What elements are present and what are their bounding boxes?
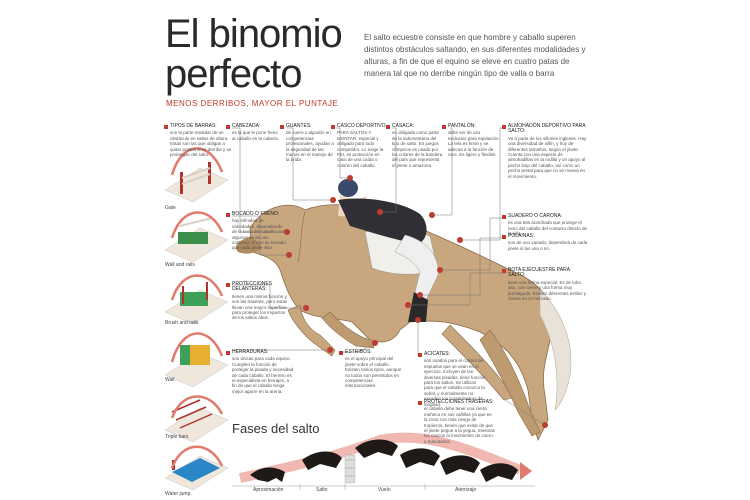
barrier-label-water-jump: Water jump	[165, 491, 191, 497]
callout-text: son únicas para cada equino. Cumplen la …	[232, 356, 294, 394]
barrier-header-title: TIPOS DE BARRAS:	[170, 123, 217, 129]
callout-text: es obligada como parte de la indumentari…	[392, 130, 443, 168]
callout-guantes: GUANTES: de cuero o algodón en competenc…	[280, 123, 334, 163]
barrier-label-wall: Wall	[165, 377, 175, 383]
callout-pantalon: PANTALÓN: debe ser de uso exclusivo para…	[442, 123, 500, 158]
page-title: El binomio perfecto	[165, 12, 343, 96]
callout-title: PROTECCIONES DELANTERAS:	[232, 281, 273, 293]
barrier-label-gate: Gate	[165, 205, 176, 211]
callout-protecciones-delanteras: PROTECCIONES DELANTERAS: tienen una mism…	[226, 281, 290, 321]
water-jump-barrier-icon	[164, 445, 229, 491]
callout-title: PANTALÓN:	[448, 123, 476, 129]
barrier-icons	[164, 147, 229, 491]
intro-text: El salto ecuestre consiste en que hombre…	[364, 33, 586, 78]
tick-marker	[226, 283, 230, 287]
barrier-label-triple-bars: Triple bars	[165, 434, 189, 440]
callout-acicates: ACICATES: son usados para el control de …	[418, 351, 486, 407]
callout-title: BOTA EJECUESTRE PARA SALTO:	[508, 267, 570, 279]
callout-sudadero: SUADERO O CARONA: es una tela acolchada …	[502, 213, 588, 237]
tick-marker	[502, 125, 506, 129]
callout-bocado: BOCADO O FRENO: hay infinidad de varieda…	[226, 211, 288, 251]
tick-marker	[226, 213, 230, 217]
wall-barrier-icon	[164, 332, 229, 388]
callout-title: GUANTES:	[286, 123, 312, 129]
phase-label-approach: Aproximación	[253, 487, 284, 493]
brush-and-rails-barrier-icon	[164, 274, 229, 325]
barrier-header: TIPOS DE BARRAS: son la parte medular de…	[164, 123, 236, 158]
callout-title: CABEZADA:	[232, 123, 261, 129]
phase-label-jump: Salto	[316, 487, 328, 493]
tick-marker	[226, 351, 230, 355]
tick-marker	[418, 353, 422, 357]
rider-figure	[338, 179, 439, 322]
callout-text: es el apoyo principal del jinete sobre e…	[345, 356, 402, 389]
callout-text: PARA SALTOS Y MONTAR: especial y obligad…	[337, 130, 384, 168]
callout-text: debe ser de uso exclusivo para equitació…	[448, 130, 500, 158]
callout-almohadon: ALMOHADÓN DEPORTIVO PARA SALTO: Va a par…	[502, 123, 588, 179]
barrier-label-brush-and-rails: Brush and rails	[165, 320, 199, 326]
callout-title: ESTRIBOS:	[345, 349, 372, 355]
callout-title: HERRADURAS:	[232, 349, 269, 355]
barrier-header-text: son la parte medular de un obstáculo en …	[170, 130, 232, 158]
tick-marker	[164, 125, 168, 129]
callout-title: ACICATES:	[424, 351, 451, 357]
callout-protecciones-traseras: PROTECCIONES TRASERAS: el caballo debe t…	[418, 399, 496, 444]
tick-marker	[280, 125, 284, 129]
tick-marker	[339, 351, 343, 355]
tick-marker	[331, 125, 335, 129]
callout-text: hay infinidad de variedades, dependiendo…	[232, 218, 286, 251]
callout-text: el caballo debe tener una cierta muñeca …	[424, 406, 496, 444]
gate-barrier-icon	[164, 147, 229, 203]
callout-bota: BOTA EJECUESTRE PARA SALTO: tiene una fo…	[502, 267, 588, 302]
tick-marker	[502, 235, 506, 239]
tick-marker	[442, 125, 446, 129]
callout-text: de cuero o algodón en competencias profe…	[286, 130, 334, 163]
callout-polainas: POLAINAS: son de uso variado; dependerá …	[502, 233, 588, 251]
tick-marker	[502, 269, 506, 273]
callout-casco: CASCO DEPORTIVO PARA SALTOS Y MONTAR: es…	[331, 123, 387, 168]
callout-title: POLAINAS:	[508, 233, 535, 239]
tick-marker	[226, 125, 230, 129]
wall-and-rails-barrier-icon	[164, 211, 229, 263]
callout-text: son de uso variado; dependerá de cada ji…	[508, 240, 588, 251]
callout-estribos: ESTRIBOS: es el apoyo principal del jine…	[339, 349, 403, 389]
triple-bars-barrier-icon	[164, 395, 229, 443]
tick-marker	[386, 125, 390, 129]
callout-title: CASACA:	[392, 123, 414, 129]
callout-text: es una tela acolchada que protege el lom…	[508, 220, 588, 237]
callout-text: tienen una misma función y son las trase…	[232, 293, 288, 321]
barrier-label-wall-and-rails: Wall and rails	[165, 262, 195, 268]
callout-text: es la que le pone freno al caballo en la…	[232, 130, 280, 141]
tick-marker	[502, 215, 506, 219]
phase-label-flight: Vuelo	[378, 487, 391, 493]
callout-text: tiene una forma especial. Es de tubo alt…	[508, 279, 587, 302]
callout-title: ALMOHADÓN DEPORTIVO PARA SALTO:	[508, 123, 586, 135]
callout-cabezada: CABEZADA: es la que le pone freno al cab…	[226, 123, 282, 141]
page-subtitle: MENOS DERRIBOS, MAYOR EL PUNTAJE	[166, 99, 339, 108]
callout-herraduras: HERRADURAS: son únicas para cada equino.…	[226, 349, 294, 394]
callout-casaca: CASACA: es obligada como parte de la ind…	[386, 123, 444, 168]
tick-marker	[418, 401, 422, 405]
phase-label-landing: Aterrizaje	[455, 487, 477, 493]
callout-title: PROTECCIONES TRASERAS:	[424, 399, 494, 405]
callout-title: SUADERO O CARONA:	[508, 213, 563, 219]
callout-text: son usados para el control de espuelas q…	[424, 358, 486, 407]
jump-phases-diagram	[232, 432, 535, 490]
callout-text: Va a parte de los sillones ingleses. Hay…	[508, 135, 587, 179]
callout-title: BOCADO O FRENO:	[232, 211, 280, 217]
phases-title: Fases del salto	[232, 421, 320, 436]
callout-title: CASCO DEPORTIVO	[337, 123, 386, 129]
